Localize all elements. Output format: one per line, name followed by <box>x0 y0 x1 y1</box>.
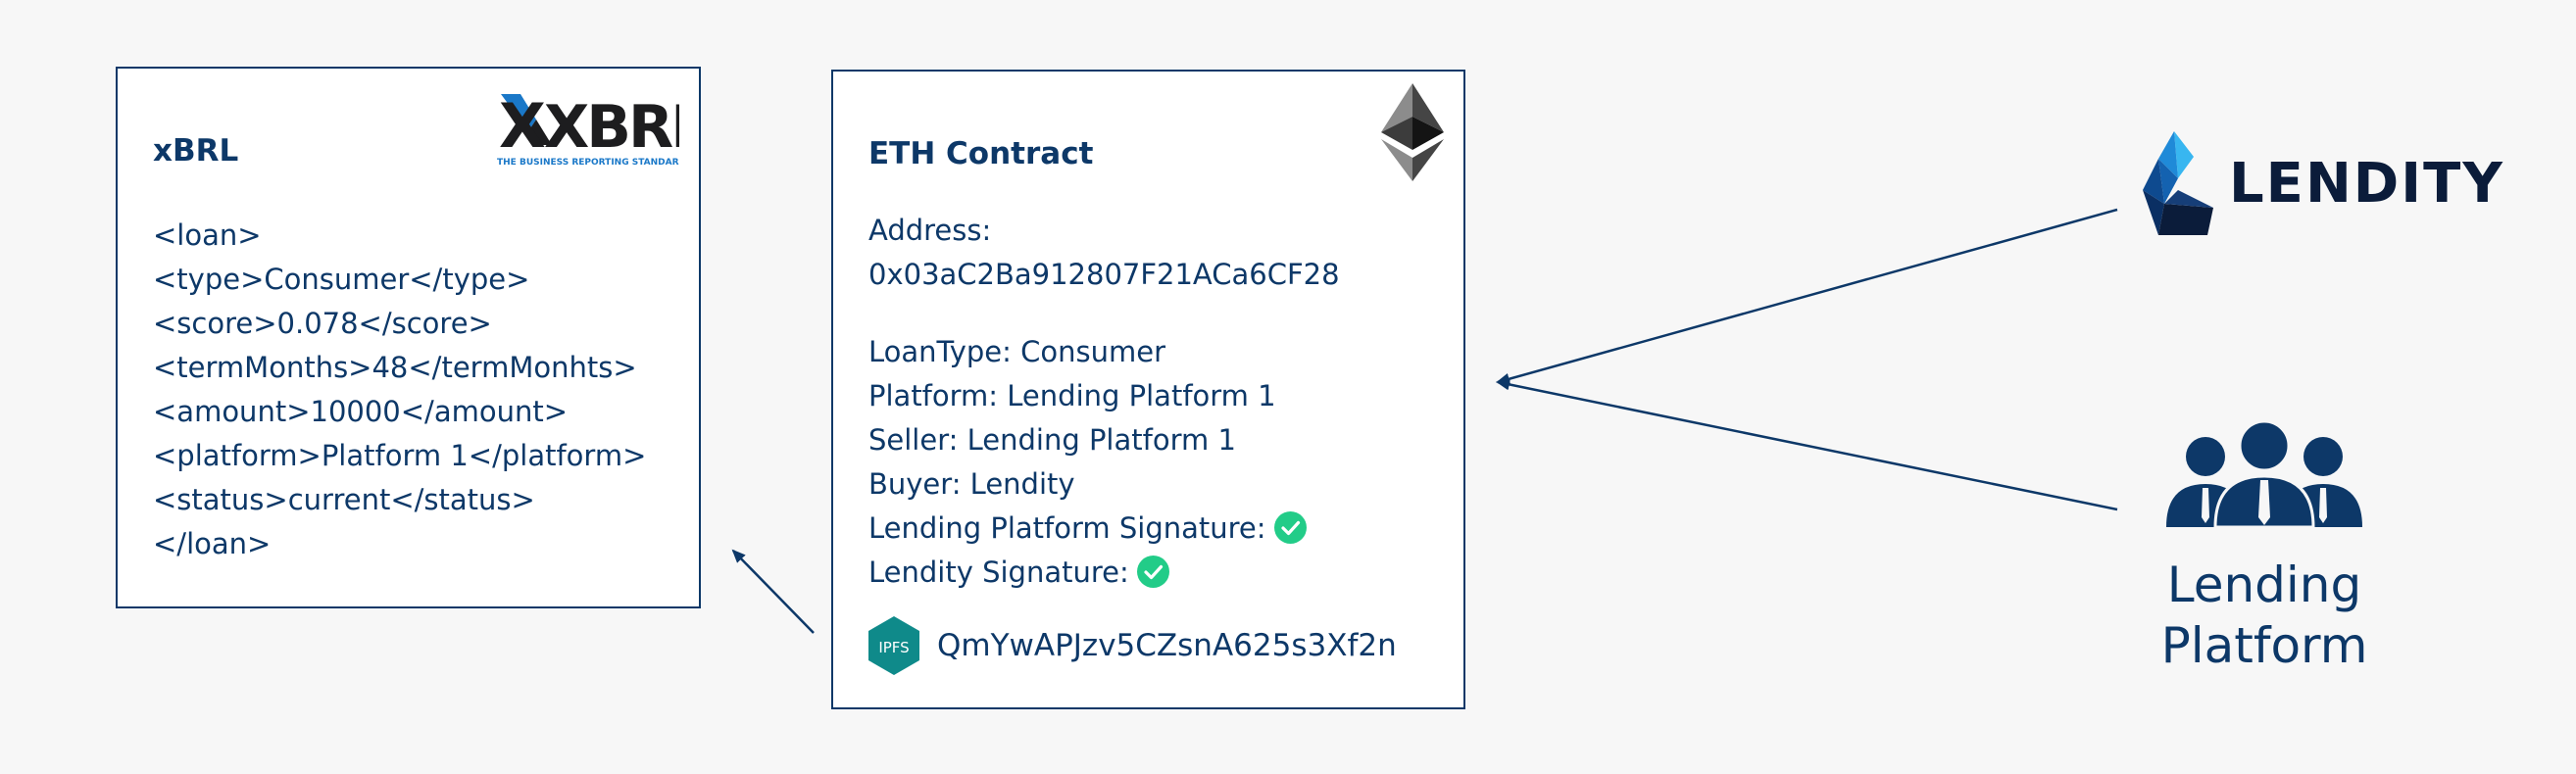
address-value: 0x03aC2Ba912807F21ACa6CF28 <box>868 258 1340 291</box>
buyer: Buyer: Lendity <box>868 467 1075 501</box>
xbrl-line: <termMonths>48</termMonhts> <box>153 351 637 384</box>
ipfs-hash: QmYwAPJzv5CZsnA625s3Xf2n <box>937 628 1397 663</box>
arrow-contract-to-xbrl <box>731 549 815 634</box>
xbrl-line: </loan> <box>153 527 272 560</box>
xbrl-logo-text: XBRL <box>544 93 679 162</box>
xbrl-logo-tagline: THE BUSINESS REPORTING STANDARD <box>497 158 679 168</box>
people-icon <box>2161 419 2367 531</box>
arrow-lendity-to-contract <box>1496 208 2118 385</box>
lending-platform-label-line2: Platform <box>2160 617 2368 674</box>
lending-platform-signature-label: Lending Platform Signature: <box>868 511 1266 545</box>
lendity-mark-icon <box>2143 131 2213 235</box>
xbrl-line: <amount>10000</amount> <box>153 395 569 428</box>
contract-address: Address: 0x03aC2Ba912807F21ACa6CF28 <box>868 209 1340 297</box>
lendity-signature: Lendity Signature: <box>868 551 1307 595</box>
ipfs-icon: IPFS <box>868 616 919 675</box>
xbrl-line: <type>Consumer</type> <box>153 263 530 296</box>
check-icon <box>1273 511 1307 544</box>
ethereum-icon <box>1381 83 1444 185</box>
lending-platform-label-line1: Lending <box>2166 556 2362 613</box>
loan-type: LoanType: Consumer <box>868 335 1166 368</box>
xbrl-box: xBRL X XBRL THE BUSINESS REPORTING STAND… <box>116 67 710 608</box>
lendity-name: LENDITY <box>2229 151 2504 216</box>
ipfs-badge-text: IPFS <box>878 639 909 656</box>
svg-text:X: X <box>499 90 545 162</box>
address-label: Address: <box>868 214 992 247</box>
xbrl-line: <score>0.078</score> <box>153 307 492 340</box>
xbrl-line: <platform>Platform 1</platform> <box>153 439 647 472</box>
check-icon <box>1136 556 1169 588</box>
lendity-logo: LENDITY <box>2139 131 2504 235</box>
lending-platform-label: Lending Platform <box>2058 555 2470 676</box>
xbrl-logo: X XBRL THE BUSINESS REPORTING STANDARD <box>493 86 710 174</box>
ipfs-row: IPFS QmYwAPJzv5CZsnA625s3Xf2n <box>868 616 1397 675</box>
xbrl-title: xBRL <box>153 133 239 169</box>
xbrl-line: <status>current</status> <box>153 483 535 516</box>
lendity-signature-label: Lendity Signature: <box>868 556 1129 589</box>
xbrl-code: <loan> <type>Consumer</type> <score>0.07… <box>153 214 646 566</box>
lending-platform-signature: Lending Platform Signature: <box>868 507 1307 551</box>
seller: Seller: Lending Platform 1 <box>868 423 1236 457</box>
eth-contract-box: ETH Contract Address: 0x03aC2Ba912807F21… <box>831 70 1465 709</box>
eth-contract-title: ETH Contract <box>868 136 1094 171</box>
platform: Platform: Lending Platform 1 <box>868 379 1276 412</box>
contract-details: LoanType: Consumer Platform: Lending Pla… <box>868 330 1307 595</box>
arrow-platform-to-contract <box>1496 378 2118 511</box>
xbrl-line: <loan> <box>153 218 262 252</box>
